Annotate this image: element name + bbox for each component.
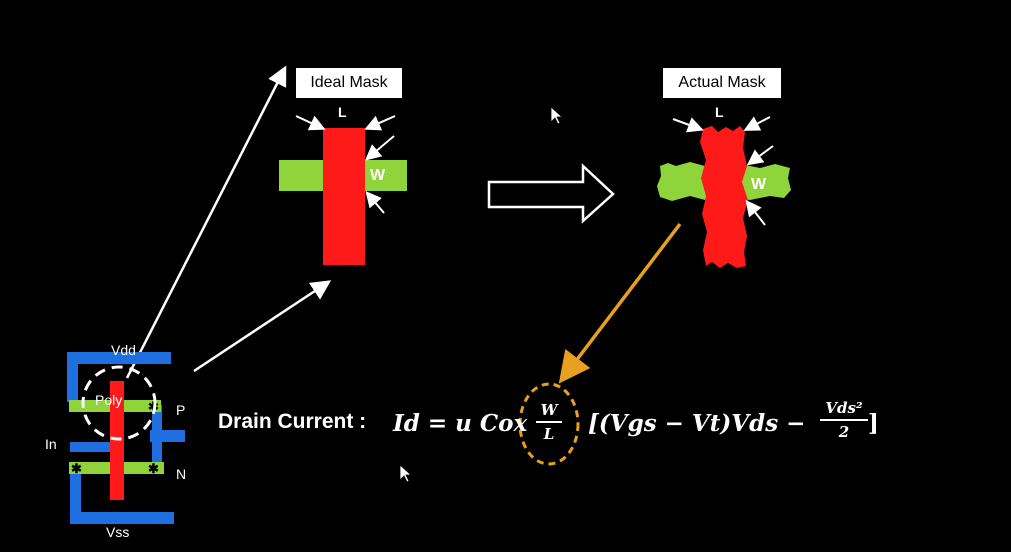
actual-L-arrow-left [672, 117, 704, 133]
zoom-line-lower [193, 280, 332, 373]
ideal-L-arrow-right [364, 115, 396, 131]
inverter-layout: ✱ ✱ ✱ [67, 352, 185, 524]
actual-L-arrow-right [743, 116, 771, 131]
poly-label: Poly [95, 392, 123, 408]
zoom-line-upper [125, 65, 287, 379]
wl-highlight [518, 382, 580, 466]
actual-W-arrow-top [746, 145, 774, 166]
actual-poly [700, 126, 748, 268]
p-label: P [176, 402, 186, 418]
output-wire [150, 430, 185, 442]
ideal-poly [323, 128, 365, 265]
vds-squared-fraction: Vds² 2 [820, 398, 868, 442]
fraction-denominator: L [543, 425, 555, 443]
ideal-L-arrow-left [295, 115, 326, 131]
cursor-icon [399, 464, 413, 483]
ideal-W-arrow-top [364, 135, 395, 161]
zoom-circle [81, 365, 157, 441]
n-label: N [176, 466, 187, 482]
contact-mark: ✱ [148, 461, 159, 476]
cursor-icon [550, 106, 564, 125]
ideal-W-arrow-bottom [365, 190, 385, 214]
equation-close: ] [868, 410, 879, 437]
vdd-strap [67, 352, 78, 402]
contact-mark: ✱ [71, 461, 82, 476]
actual-mask [657, 116, 791, 268]
ideal-mask [279, 115, 407, 265]
vss-strap [70, 473, 81, 523]
actual-L-label: L [715, 104, 724, 120]
poly-gate [110, 381, 124, 500]
actual-W-arrow-bottom [745, 199, 766, 226]
vdd-rail [67, 352, 171, 364]
vdd-label: Vdd [111, 342, 136, 358]
ideal-W-label: W [370, 167, 386, 184]
w-over-l-fraction: W L [536, 400, 562, 444]
vss-label: Vss [106, 524, 130, 540]
fraction-numerator: W [540, 401, 558, 419]
in-label: In [45, 436, 57, 452]
fraction-denominator: 2 [838, 423, 850, 441]
vss-rail [70, 512, 174, 524]
orange-pointer-arrow [558, 222, 682, 384]
transform-arrow [487, 163, 615, 224]
equation-lhs: Id = u Cox [393, 410, 528, 437]
ideal-L-label: L [338, 104, 347, 120]
equation-lead: Drain Current : [218, 410, 367, 433]
ideal-mask-title: Ideal Mask [296, 68, 402, 98]
equation-rest: [(Vgs − Vt)Vds − [588, 410, 806, 437]
input-wire [70, 442, 116, 452]
actual-mask-title: Actual Mask [663, 68, 781, 98]
fraction-numerator: Vds² [825, 399, 863, 417]
actual-W-label: W [751, 176, 767, 193]
